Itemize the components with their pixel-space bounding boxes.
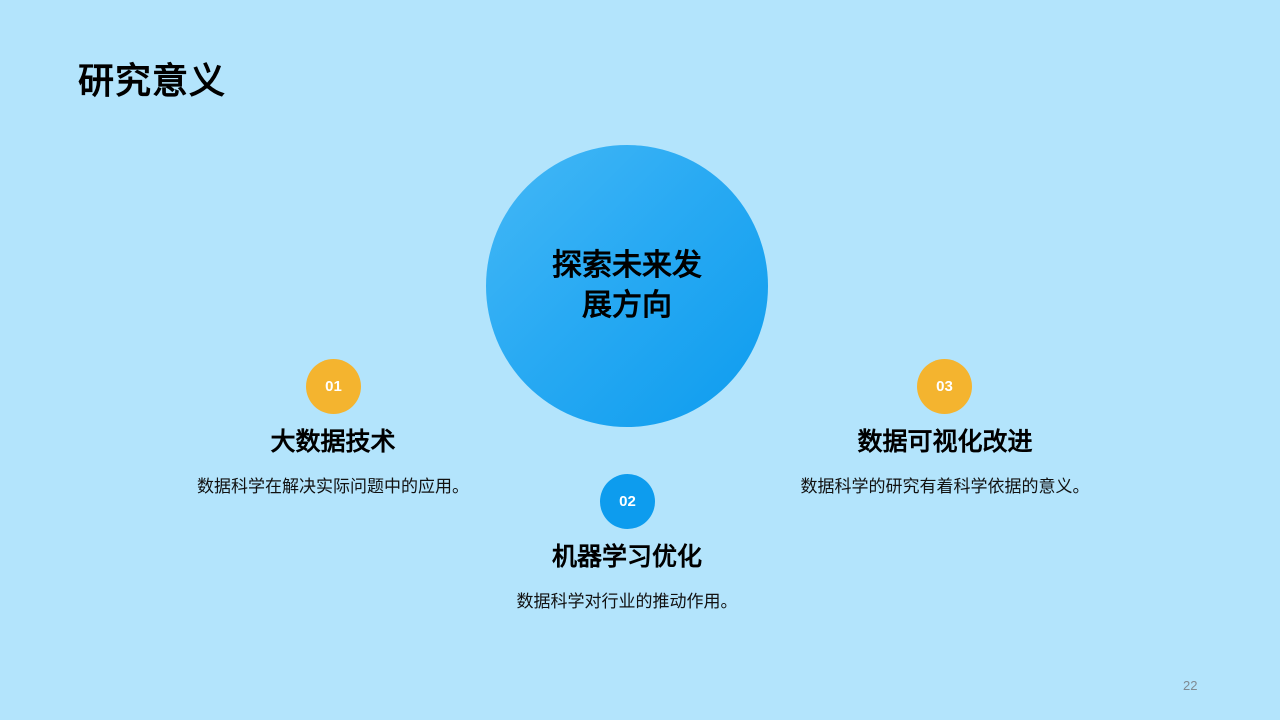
badge-number: 02 bbox=[619, 493, 636, 510]
central-hub-circle: 探索未来发展方向 bbox=[486, 145, 768, 427]
item-description: 数据科学的研究有着科学依据的意义。 bbox=[800, 477, 1090, 497]
item-title: 机器学习优化 bbox=[551, 542, 702, 571]
item-title: 大数据技术 bbox=[270, 427, 396, 456]
slide-title: 研究意义 bbox=[78, 61, 227, 102]
item-machine-learning: 机器学习优化 数据科学对行业的推动作用。 bbox=[467, 540, 787, 619]
badge-03: 03 bbox=[917, 359, 972, 414]
item-description: 数据科学在解决实际问题中的应用。 bbox=[197, 477, 469, 497]
badge-01: 01 bbox=[306, 359, 361, 414]
hub-text: 探索未来发展方向 bbox=[552, 248, 702, 323]
badge-02: 02 bbox=[600, 474, 655, 529]
item-visualization: 数据可视化改进 数据科学的研究有着科学依据的意义。 bbox=[795, 425, 1095, 504]
badge-number: 01 bbox=[325, 378, 342, 395]
item-big-data: 大数据技术 数据科学在解决实际问题中的应用。 bbox=[173, 425, 493, 504]
item-description: 数据科学对行业的推动作用。 bbox=[516, 592, 738, 612]
item-title: 数据可视化改进 bbox=[857, 427, 1033, 456]
badge-number: 03 bbox=[936, 378, 953, 395]
page-number: 22 bbox=[1183, 678, 1198, 693]
